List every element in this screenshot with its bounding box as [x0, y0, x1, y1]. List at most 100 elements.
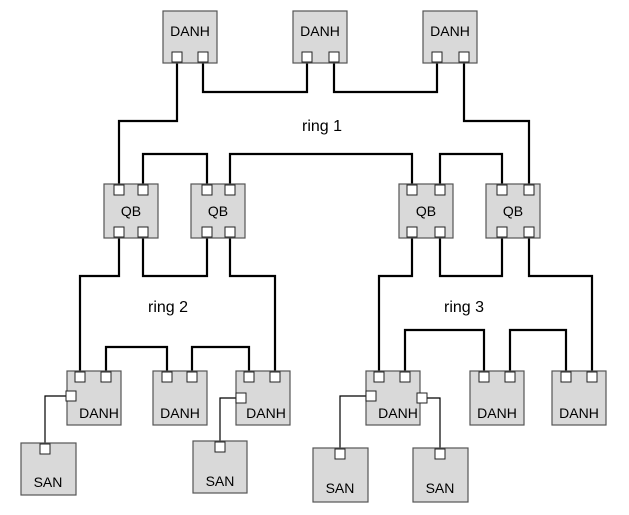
ring1-link [117, 62, 179, 184]
port [496, 184, 508, 196]
ring2-link [104, 345, 169, 371]
port [373, 371, 385, 383]
node-label: QB [121, 203, 141, 219]
port [197, 51, 209, 63]
ring1-link [438, 152, 504, 184]
san-link [339, 395, 367, 451]
node-san-2[interactable]: SAN [192, 440, 248, 494]
node-qb-1[interactable]: QB [103, 183, 159, 239]
node-label: DANH [79, 405, 119, 421]
port [523, 226, 535, 238]
node-qb-2[interactable]: QB [190, 183, 246, 239]
ring2-link [78, 238, 121, 371]
node-danh-ring3-c[interactable]: DANH [551, 370, 607, 426]
port [186, 371, 198, 383]
port [39, 443, 51, 455]
node-label: DANH [559, 405, 599, 421]
ring1-label: ring 1 [302, 118, 342, 135]
node-danh-ring2-c[interactable]: DANH [235, 370, 291, 426]
node-label: DANH [246, 405, 286, 421]
port [399, 371, 411, 383]
port [458, 51, 470, 63]
ring3-link [438, 238, 504, 278]
node-san-4[interactable]: SAN [412, 447, 469, 503]
port [100, 371, 112, 383]
port [235, 392, 247, 404]
port [416, 392, 428, 404]
ring2-link [141, 238, 209, 278]
node-danh-top-right[interactable]: DANH [422, 10, 478, 64]
port [137, 184, 149, 196]
ring3-link [527, 238, 594, 371]
ring1-link [201, 62, 309, 94]
node-san-1[interactable]: SAN [20, 442, 77, 496]
ring3-link [403, 328, 486, 371]
node-label: SAN [34, 474, 63, 490]
port [214, 441, 226, 453]
port [334, 448, 346, 460]
port [201, 184, 213, 196]
port [301, 51, 313, 63]
port [243, 371, 255, 383]
port [523, 184, 535, 196]
ring1-link [462, 62, 531, 184]
node-danh-top-mid[interactable]: DANH [292, 10, 348, 64]
node-label: QB [503, 203, 523, 219]
node-label: SAN [426, 480, 455, 496]
node-label: DANH [160, 405, 200, 421]
node-danh-ring3-a[interactable]: DANH [365, 370, 428, 426]
node-danh-top-left[interactable]: DANH [162, 10, 218, 64]
node-label: DANH [477, 405, 517, 421]
port [113, 184, 125, 196]
port [113, 226, 125, 238]
san-link [44, 395, 66, 447]
ring3-label: ring 3 [444, 299, 484, 316]
port [431, 51, 443, 63]
san-link [427, 397, 441, 451]
port [406, 226, 418, 238]
node-danh-ring3-b[interactable]: DANH [469, 370, 525, 426]
node-label: QB [208, 203, 228, 219]
port [434, 226, 446, 238]
ring2-link [190, 345, 251, 371]
node-san-3[interactable]: SAN [312, 447, 369, 503]
san-link [219, 397, 236, 444]
ring3-link [508, 328, 568, 371]
port [365, 390, 377, 402]
node-label: SAN [206, 473, 235, 489]
port [434, 448, 446, 460]
port [161, 371, 173, 383]
node-danh-ring2-b[interactable]: DANH [152, 370, 208, 426]
port [406, 184, 418, 196]
port [504, 371, 516, 383]
port [224, 184, 236, 196]
port [328, 51, 340, 63]
ring1-link [228, 152, 414, 184]
port [269, 371, 281, 383]
node-label: DANH [170, 23, 210, 39]
port [137, 226, 149, 238]
node-qb-4[interactable]: QB [485, 183, 541, 239]
node-danh-ring2-a[interactable]: DANH [65, 370, 122, 426]
node-label: DANH [300, 23, 340, 39]
ring2-label: ring 2 [148, 299, 188, 316]
port [171, 51, 183, 63]
port [65, 390, 77, 402]
ring3-link [377, 238, 414, 371]
node-label: QB [416, 203, 436, 219]
connections [44, 62, 594, 451]
ring2-link [228, 238, 277, 371]
port [201, 226, 213, 238]
port [224, 226, 236, 238]
node-label: SAN [326, 480, 355, 496]
port [434, 184, 446, 196]
port [74, 371, 86, 383]
port [496, 226, 508, 238]
ring1-link [141, 152, 209, 184]
node-qb-3[interactable]: QB [398, 183, 454, 239]
ring1-link [332, 62, 439, 94]
port [586, 371, 598, 383]
port [478, 371, 490, 383]
port [560, 371, 572, 383]
node-label: DANH [378, 405, 418, 421]
